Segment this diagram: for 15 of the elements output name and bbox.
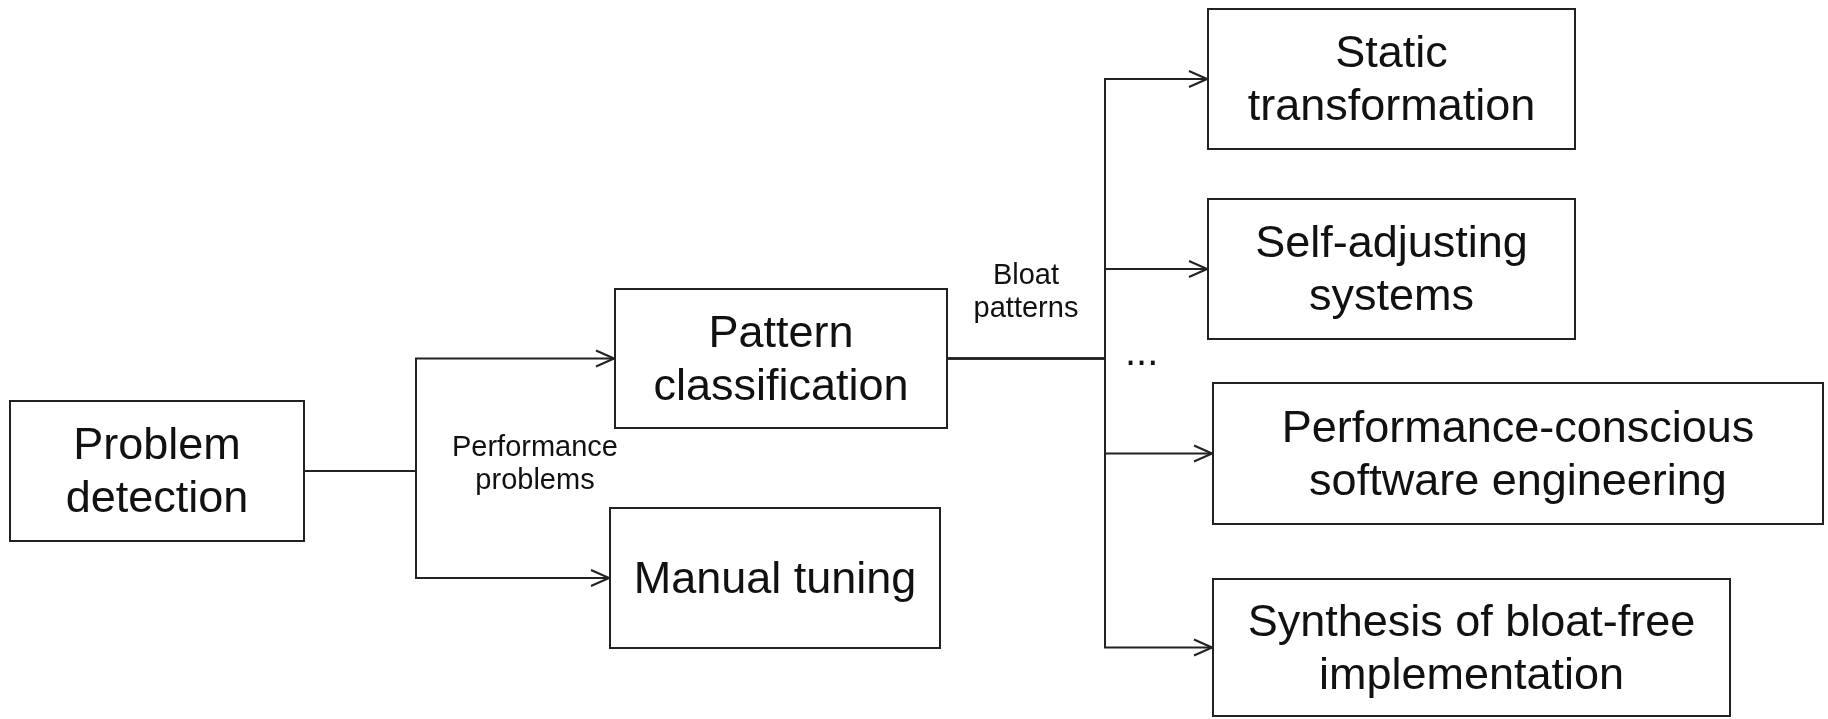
box-label: Performance-conscious software engineering — [1280, 400, 1756, 507]
arrow — [947, 357, 1213, 657]
process-box — [1207, 198, 1576, 340]
box-label: Problem detection — [64, 418, 250, 524]
box-label: Synthesis of bloat-free implementation — [1246, 594, 1697, 701]
process-box — [1212, 382, 1824, 525]
process-box — [9, 400, 305, 542]
box-label: Manual tuning — [633, 551, 917, 605]
process-box — [1207, 8, 1576, 150]
process-box — [609, 507, 941, 649]
process-box — [1212, 578, 1731, 717]
process-box — [614, 288, 948, 429]
box-label: Pattern classification — [652, 305, 910, 412]
box-label: Self-adjusting systems — [1254, 216, 1529, 322]
box-label: Static transformation — [1246, 26, 1537, 132]
